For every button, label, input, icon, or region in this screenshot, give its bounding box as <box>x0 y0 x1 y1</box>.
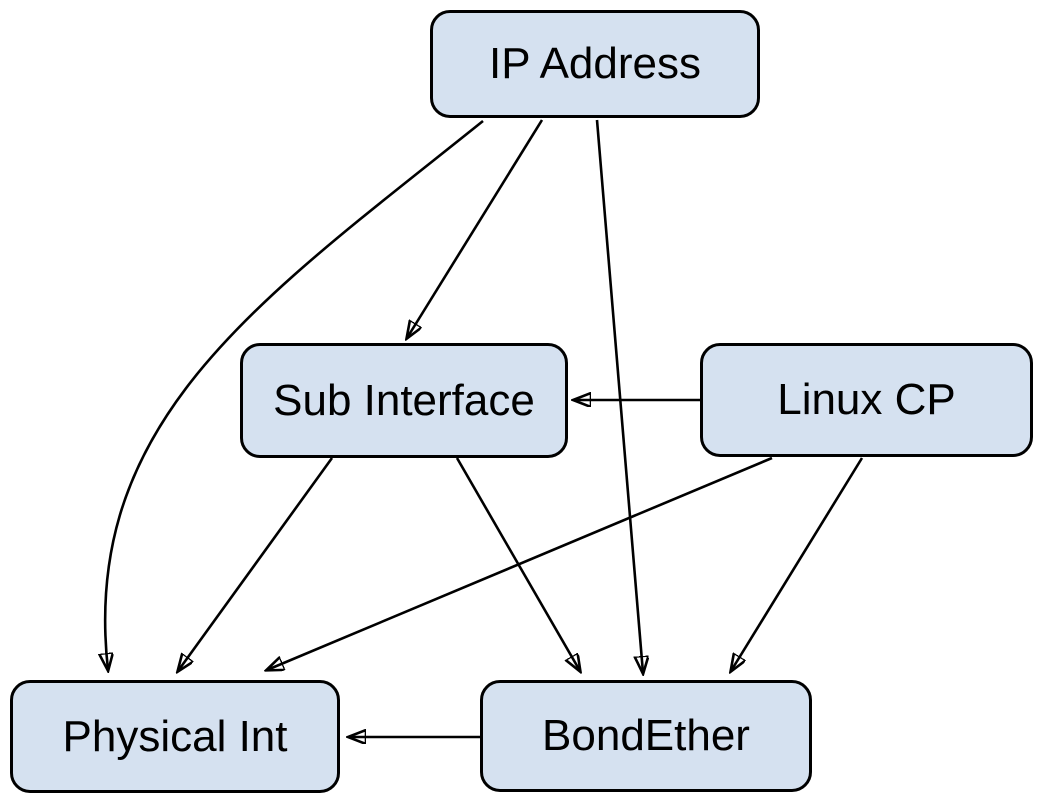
node-physical-int: Physical Int <box>10 680 340 793</box>
node-ip-address-label: IP Address <box>489 39 701 88</box>
edge-sub-interface-to-physical-int <box>178 457 334 671</box>
edge-sub-interface-to-bondether <box>455 457 580 671</box>
node-ip-address: IP Address <box>430 10 760 118</box>
edge-ip-address-to-physical-int <box>105 119 484 670</box>
edge-linux-cp-to-bondether <box>731 457 864 671</box>
node-bondether: BondEther <box>480 680 812 792</box>
node-sub-interface-label: Sub Interface <box>273 375 535 425</box>
node-physical-int-label: Physical Int <box>62 711 288 761</box>
node-sub-interface: Sub Interface <box>240 343 568 458</box>
node-bondether-label: BondEther <box>542 711 750 760</box>
node-linux-cp: Linux CP <box>700 343 1033 457</box>
edge-ip-address-to-bondether <box>595 119 643 673</box>
edge-ip-address-to-sub-interface <box>407 119 544 338</box>
node-linux-cp-label: Linux CP <box>777 375 956 424</box>
